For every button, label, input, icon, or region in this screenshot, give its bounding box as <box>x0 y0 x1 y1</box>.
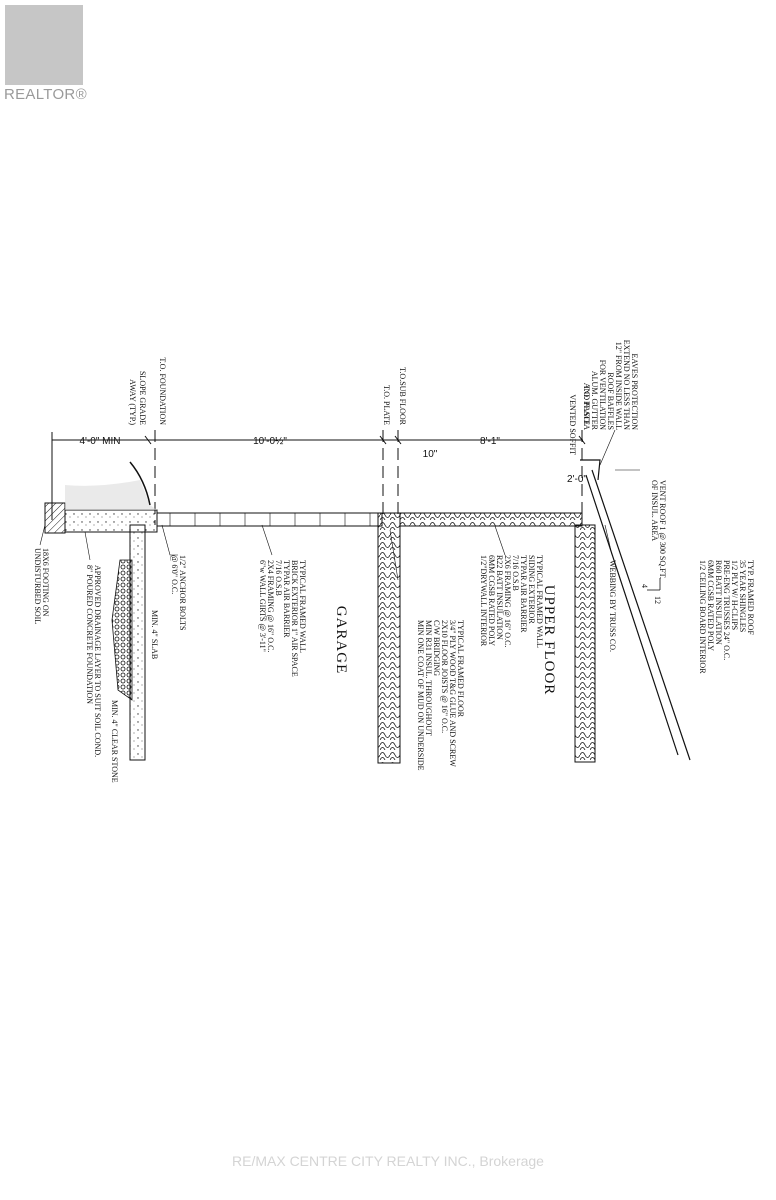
roof-line <box>580 459 691 761</box>
lower-wall-6: 6"w WALL GIRTS @ 3'-11" <box>258 560 267 652</box>
roof-spec-2: 35 YEAR SHINGLES <box>738 560 747 632</box>
upper-wall-5: 2X6 FRAMING @ 16" O.C. <box>503 555 512 647</box>
upper-wall-8: 1/2"DRYWALL INTERIOR <box>479 555 488 647</box>
slope-rise: 4 <box>640 584 649 588</box>
lower-wall-4: 7/16 O.S.B <box>274 560 283 596</box>
eaves-7: AND FASCIA <box>582 383 591 430</box>
leader-lines <box>39 429 640 581</box>
anchor-2: @ 6'0" O.C. <box>170 555 179 594</box>
slope-run: 12 <box>653 596 662 604</box>
lower-wall-2: BRICK EXTERIOR 1" AIR SPACE <box>290 560 299 677</box>
eaves-1: EAVES PROTECTION <box>630 353 639 430</box>
slope-grade-1: SLOPE GRADE <box>138 371 147 425</box>
roof-spec-6: 6MM CGSB RATED POLY <box>706 560 715 651</box>
footing <box>44 502 66 534</box>
floor-2: 3/4" PLY WOOD T&G GLUE AND SCREW <box>448 620 457 767</box>
upper-wall-1: TYPICAL FRAMED WALL <box>535 555 544 648</box>
upper-wall-4: 7/16 O.S.B <box>511 555 520 591</box>
eaves-2: EXTEND NO LESS THAN <box>622 340 631 431</box>
footing-2: UNDISTURBED SOIL <box>33 548 42 624</box>
footing-1: 18X6 FOOTING ON <box>41 548 50 617</box>
eaves-5: FOR VENTILATION <box>598 360 607 431</box>
clear-stone <box>111 559 133 701</box>
roof-spec-4: PRE-ENG TRUSSES 24" O.C. <box>722 560 731 660</box>
drainage-2: 8" POURED CONCRETE FOUNDATION <box>85 565 94 704</box>
floor-4: C/W BRIDGING <box>432 620 441 676</box>
roof-spec-5: R60 BATT INSULATION <box>714 560 723 645</box>
eaves-3: 12" FROM INSIDE WALL <box>614 342 623 430</box>
drainage-1: APPROVED DRAINAGE LAYER TO SUIT SOIL CON… <box>93 565 102 757</box>
to-plate-upper-label: T.O. PLATE <box>582 385 591 425</box>
webbing-label: WEBBING BY TRUSS CO. <box>608 560 617 652</box>
lower-wall <box>156 512 383 527</box>
dim-10in: 10" <box>423 449 438 460</box>
vent-roof-1: VENT ROOF 1 @ 300 SQ.FT. <box>658 480 667 579</box>
level-lines <box>154 430 583 525</box>
brokerage-watermark: RE/MAX CENTRE CITY REALTY INC., Brokerag… <box>232 1153 544 1169</box>
garage-label: GARAGE <box>333 606 349 675</box>
dim-4ft-min: 4'-0" MIN <box>79 436 120 447</box>
dim-2ft: 2'-0" <box>567 474 587 485</box>
upper-wall-3: TYPAR AIR BARRIER <box>519 555 528 633</box>
dim-8ft: 8'-1" <box>480 436 500 447</box>
lower-wall-studs <box>169 513 371 526</box>
slab-label: MIN. 4" SLAB <box>150 610 159 659</box>
upper-floor-label: UPPER FLOOR <box>541 585 557 696</box>
floor-1: TYPICAL FRAMED FLOOR <box>456 620 465 718</box>
upper-wall-6: R22 BATT INSULATION <box>495 555 504 640</box>
texts: T.O. FOUNDATION T.O. PLATE T.O.SUB FLOOR… <box>33 340 755 783</box>
lower-wall-3: TYPAR AIR BARRIER <box>282 560 291 638</box>
lower-wall-1: TYPICAL FRAMED WALL <box>298 560 307 653</box>
upper-wall <box>399 512 583 527</box>
ceiling-insulation <box>574 524 596 763</box>
realtor-logo: REALTOR® <box>0 0 100 110</box>
floor-system <box>377 512 401 764</box>
roof-spec-1: TYP. FRAMED ROOF <box>746 560 755 635</box>
slope-indicator <box>647 578 661 591</box>
eaves-6: ALUM. GUTTER <box>590 371 599 431</box>
roof-spec-3: 1/2 PLY W/ H-CLIPS <box>730 560 739 630</box>
floor-6: MIN ONE COAT OF MUD ON UNDERSIDE <box>416 620 425 771</box>
vented-soffit: VENTED SOFFIT <box>568 394 577 455</box>
to-foundation-label: T.O. FOUNDATION <box>158 357 167 425</box>
to-sub-floor-label: T.O.SUB FLOOR <box>398 367 407 426</box>
floor-3: 2X10 FLOOR JOISTS @ 16" O.C. <box>440 620 449 733</box>
floor-5: MIN R31 INSUL. THROUGHOUT <box>424 620 433 736</box>
clear-stone-label: MIN. 4" CLEAR STONE <box>110 700 119 783</box>
upper-wall-2: SIDING EXTERIOR <box>527 555 536 624</box>
dimension-line <box>51 432 586 520</box>
slope-grade-2: AWAY (TYP.) <box>128 379 137 425</box>
dim-10ft: 10'-0½" <box>253 436 287 447</box>
slope-grade-line <box>129 461 151 506</box>
to-plate-lower-label: T.O. PLATE <box>382 385 391 425</box>
anchor-1: 1/2" ANCHOR BOLTS <box>178 555 187 630</box>
roof-spec-7: 1/2 CEILING BOARD INTERIOR <box>698 560 707 674</box>
grade-fill <box>65 480 157 510</box>
vent-roof-2: OF INSUL. AREA <box>650 480 659 541</box>
eaves-4: ROOF BAFFLES <box>606 372 615 430</box>
realtor-logo-mark <box>5 5 83 85</box>
upper-wall-7: 6MM CGSB RATED POLY <box>487 555 496 646</box>
realtor-logo-word: REALTOR® <box>4 86 87 103</box>
lower-wall-5: 2X4 FRAMING @ 16" O.C. <box>266 560 275 652</box>
